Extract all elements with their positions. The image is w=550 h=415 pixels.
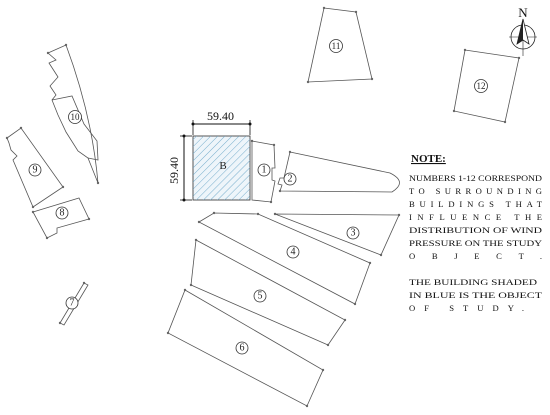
building-10: 10 <box>47 44 99 184</box>
building-12: 12 <box>453 49 520 123</box>
building-10-label: 10 <box>71 112 81 122</box>
building-9-label: 9 <box>33 165 38 176</box>
north-label: N <box>518 5 528 20</box>
dimension-height: 59.40 <box>167 134 192 202</box>
note-line-4: INFLUENCE THE <box>409 212 542 222</box>
building-11: 11 <box>307 7 373 83</box>
building-1-label: 1 <box>262 165 267 176</box>
note-line-1: NUMBERS 1-12 CORRESPOND <box>409 173 542 183</box>
note-line-11: OF STUDY. <box>409 303 524 313</box>
note-line-10: IN BLUE IS THE OBJECT <box>409 290 543 300</box>
note-line-2: TO SURROUNDING <box>409 186 542 196</box>
building-1: 1 <box>251 140 276 203</box>
building-9: 9 <box>6 127 64 208</box>
building-7: 7 <box>59 282 89 326</box>
study-object-hatch <box>193 136 250 200</box>
note-line-5: DISTRIBUTION OF WIND <box>409 225 542 235</box>
building-6: 6 <box>167 289 324 407</box>
note-line-7: OBJECT. <box>409 251 542 261</box>
building-8: 8 <box>32 197 90 239</box>
building-4-label: 4 <box>291 247 296 258</box>
building-11-label: 11 <box>332 41 341 51</box>
building-7-label: 7 <box>70 298 75 309</box>
note-line-3: BUILDINGS THAT <box>409 199 543 209</box>
dimension-width: 59.40 <box>191 109 252 135</box>
study-object-label: B <box>219 160 226 172</box>
building-5: 5 <box>190 239 346 346</box>
note-line-6: PRESSURE ON THE STUDY <box>409 238 542 248</box>
height-dimension-label: 59.40 <box>167 157 181 184</box>
note-title: NOTE: <box>411 153 446 165</box>
building-4: 4 <box>198 212 371 305</box>
building-2-label: 2 <box>288 174 293 185</box>
note-block: NOTE: NUMBERS 1-12 CORRESPOND TO SURROUN… <box>409 153 543 313</box>
building-5-label: 5 <box>258 291 263 302</box>
width-dimension-label: 59.40 <box>207 109 234 123</box>
north-arrow-icon: N <box>509 5 537 56</box>
building-6-label: 6 <box>240 343 245 354</box>
building-2: 2 <box>277 151 400 193</box>
note-line-9: THE BUILDING SHADED <box>409 277 537 287</box>
building-3: 3 <box>274 213 400 256</box>
vertex-markers <box>5 6 521 408</box>
building-12-label: 12 <box>477 81 486 91</box>
building-3-label: 3 <box>351 228 356 239</box>
study-object-building: B <box>192 135 251 201</box>
building-8-label: 8 <box>60 208 65 219</box>
